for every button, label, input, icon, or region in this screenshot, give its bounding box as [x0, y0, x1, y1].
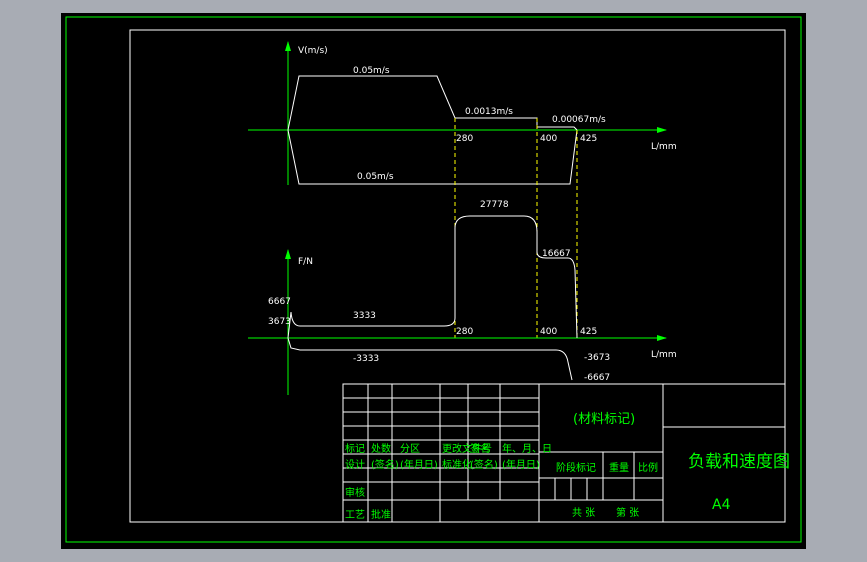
- cell-gong-yi: 工艺: [345, 509, 365, 521]
- force-tick-400: 400: [540, 327, 557, 337]
- cell-qian-ming: 签名: [470, 442, 490, 455]
- speed-chart: [248, 41, 667, 185]
- force-tick-280: 280: [456, 327, 473, 337]
- cell-fen-qu: 分区: [400, 443, 420, 455]
- speed-label-end: 0.00067m/s: [552, 115, 606, 125]
- cell-chu-shu: 处数: [371, 442, 391, 455]
- sheet-background: [61, 13, 806, 549]
- title-block-texts: (材料标记) 负载和速度图 A4 标记 处数 分区 更改文件号 签名 年、月、日…: [345, 412, 790, 521]
- speed-x-axis-label: L/mm: [651, 142, 677, 152]
- speed-tick-280: 280: [456, 134, 473, 144]
- speed-tick-425: 425: [580, 134, 597, 144]
- force-forward-curve: [287, 215, 578, 339]
- force-chart: [248, 215, 667, 395]
- cell-zhong-liang: 重量: [609, 461, 629, 474]
- force-label-neg-3673: -3673: [584, 353, 610, 363]
- force-label-6667: 6667: [268, 297, 291, 307]
- cell-nian-yue-ri: 年、月、日: [502, 442, 552, 455]
- cell-qian-ming-2: (签名): [371, 458, 399, 471]
- force-y-axis-label: F/N: [298, 257, 313, 267]
- speed-label-mid: 0.0013m/s: [465, 107, 513, 117]
- speed-label-lower: 0.05m/s: [357, 172, 394, 182]
- cell-biao-ji: 标记: [345, 443, 365, 455]
- title-block-border: [342, 383, 786, 523]
- cell-jie-duan: 阶段标记: [556, 461, 596, 474]
- speed-forward-curve: [287, 75, 578, 131]
- force-return-curve: [287, 337, 573, 381]
- drawing-title: 负载和速度图: [688, 452, 790, 472]
- force-label-3333: 3333: [353, 311, 376, 321]
- cell-nyr-3: (年月日): [502, 458, 540, 471]
- speed-y-axis-label: V(m/s): [298, 46, 328, 56]
- force-label-16667: 16667: [542, 249, 571, 259]
- force-x-axis-label: L/mm: [651, 350, 677, 360]
- cell-bi-li: 比例: [638, 461, 658, 474]
- speed-label-upper: 0.05m/s: [353, 66, 390, 76]
- material-mark: (材料标记): [573, 412, 635, 427]
- paper-size: A4: [712, 497, 731, 513]
- force-label-peak: 27778: [480, 200, 509, 210]
- cell-di-zhang: 第 张: [616, 506, 639, 519]
- cell-shen-he: 审核: [345, 486, 365, 499]
- cell-pi-zhun: 批准: [371, 508, 391, 521]
- cell-nyr-2: (年月日): [400, 458, 438, 471]
- force-label-neg-3333: -3333: [353, 354, 379, 364]
- cell-geng-gai: 更改文件号: [442, 442, 492, 455]
- force-label-3673: 3673: [268, 317, 291, 327]
- speed-tick-400: 400: [540, 134, 557, 144]
- cell-biao-zhun-hua: 标准化: [442, 458, 472, 471]
- force-label-neg-6667: -6667: [584, 373, 610, 383]
- outer-frame: [65, 16, 802, 543]
- cell-she-ji: 设计: [345, 458, 365, 471]
- cell-qian-ming-3: (签名): [470, 458, 498, 471]
- cell-gong-zhang: 共 张: [572, 507, 595, 519]
- speed-return-curve: [287, 129, 578, 185]
- title-block-grid: [342, 383, 786, 523]
- force-tick-425: 425: [580, 327, 597, 337]
